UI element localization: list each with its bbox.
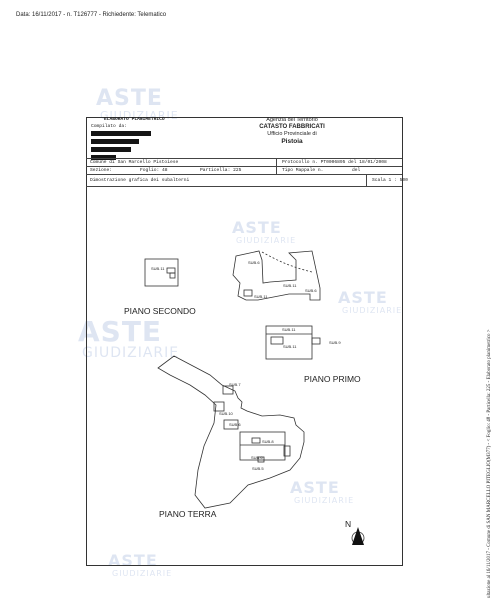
sub-label: SUB.11 (151, 266, 165, 271)
divider (86, 174, 402, 175)
north-label: N (345, 519, 352, 529)
north-arrow-icon (351, 527, 365, 545)
sub-label: SUB.9 (329, 340, 341, 345)
divider (276, 158, 277, 174)
watermark-logo: ASTE GIUDIZIARIE (338, 288, 403, 316)
watermark-text: ASTE (78, 315, 163, 348)
sub-label: SUB.6 (305, 288, 317, 293)
agency-line: Ufficio Provinciale di (267, 131, 317, 137)
comune-value: Comune di San Marcello Pistoiese (90, 160, 179, 165)
divider (366, 174, 367, 186)
watermark-subtext: GIUDIZIARIE (112, 569, 173, 578)
sub-label: SUB.5 (252, 466, 264, 471)
watermark-subtext: GIUDIZIARIE (100, 109, 179, 122)
scala-label: Scala 1 : 500 (372, 178, 408, 183)
agency-block: Agenzia del Territorio CATASTO FABBRICAT… (232, 117, 352, 145)
watermark-logo: ASTE GIUDIZIARIE (96, 86, 179, 122)
sub-label: SUB.11 (254, 294, 268, 299)
sub-label: SUB.8 (262, 439, 274, 444)
del-label: del (352, 168, 361, 173)
watermark-text: ASTE (290, 478, 340, 497)
sub-label: SUB.11 (283, 344, 297, 349)
sub-label: SUB.11 (283, 283, 297, 288)
sub-label: SUB.6 (251, 455, 263, 460)
compilato-label: Compilato da: (91, 124, 127, 129)
divider (86, 166, 402, 167)
protocollo-value: Protocollo n. PT0006895 del 18/01/2008 (282, 160, 387, 165)
sezione-label: Sezione: (90, 168, 113, 173)
watermark-subtext: GIUDIZIARIE (342, 306, 403, 315)
watermark-text: ASTE (232, 218, 282, 237)
sub-label: SUB.7 (229, 382, 241, 387)
dimostrazione-label: Dimostrazione grafica dei subalterni (90, 178, 190, 183)
divider (86, 186, 402, 187)
agency-line: Agenzia del Territorio (266, 117, 318, 123)
tipo-mappale-label: Tipo Mappale n. (282, 168, 324, 173)
document-frame (86, 117, 403, 566)
particella-value: Particella: 225 (200, 168, 242, 173)
watermark-text: ASTE (96, 86, 163, 111)
document-header: Data: 16/11/2017 - n. T126777 - Richiede… (16, 12, 167, 18)
redacted-name (91, 155, 116, 160)
watermark-logo: ASTE GIUDIZIARIE (108, 551, 173, 579)
piano-primo-upper-area (232, 250, 321, 301)
watermark-subtext: GIUDIZIARIE (82, 345, 180, 361)
agency-line: Pistoia (281, 138, 303, 145)
agency-line: CATASTO FABBRICATI (259, 124, 325, 130)
watermark-logo: ASTE GIUDIZIARIE (78, 315, 180, 361)
foglio-value: Foglio: 48 (140, 168, 168, 173)
label-piano-secondo: PIANO SECONDO (124, 306, 196, 316)
watermark-text: ASTE (108, 551, 158, 570)
watermark-logo: ASTE GIUDIZIARIE (290, 478, 355, 506)
sub-label: SUB.10 (219, 411, 233, 416)
divider (86, 158, 402, 159)
document-title: ELABORATO PLANIMETRICO (104, 117, 165, 122)
label-piano-primo: PIANO PRIMO (304, 374, 361, 384)
redacted-name (91, 139, 139, 144)
sub-label: SUB.6 (248, 260, 260, 265)
label-piano-terra: PIANO TERRA (159, 509, 217, 519)
redacted-name (91, 131, 151, 136)
watermark-subtext: GIUDIZIARIE (294, 496, 355, 505)
watermark-text: ASTE (338, 288, 388, 307)
piano-secondo-unit (144, 258, 179, 287)
watermark-logo: ASTE GIUDIZIARIE (232, 218, 297, 246)
sub-label: SUB.6 (229, 422, 241, 427)
redacted-name (91, 147, 131, 152)
sub-label: SUB.11 (282, 327, 296, 332)
watermark-subtext: GIUDIZIARIE (236, 236, 297, 245)
piano-terra-area (157, 355, 305, 509)
